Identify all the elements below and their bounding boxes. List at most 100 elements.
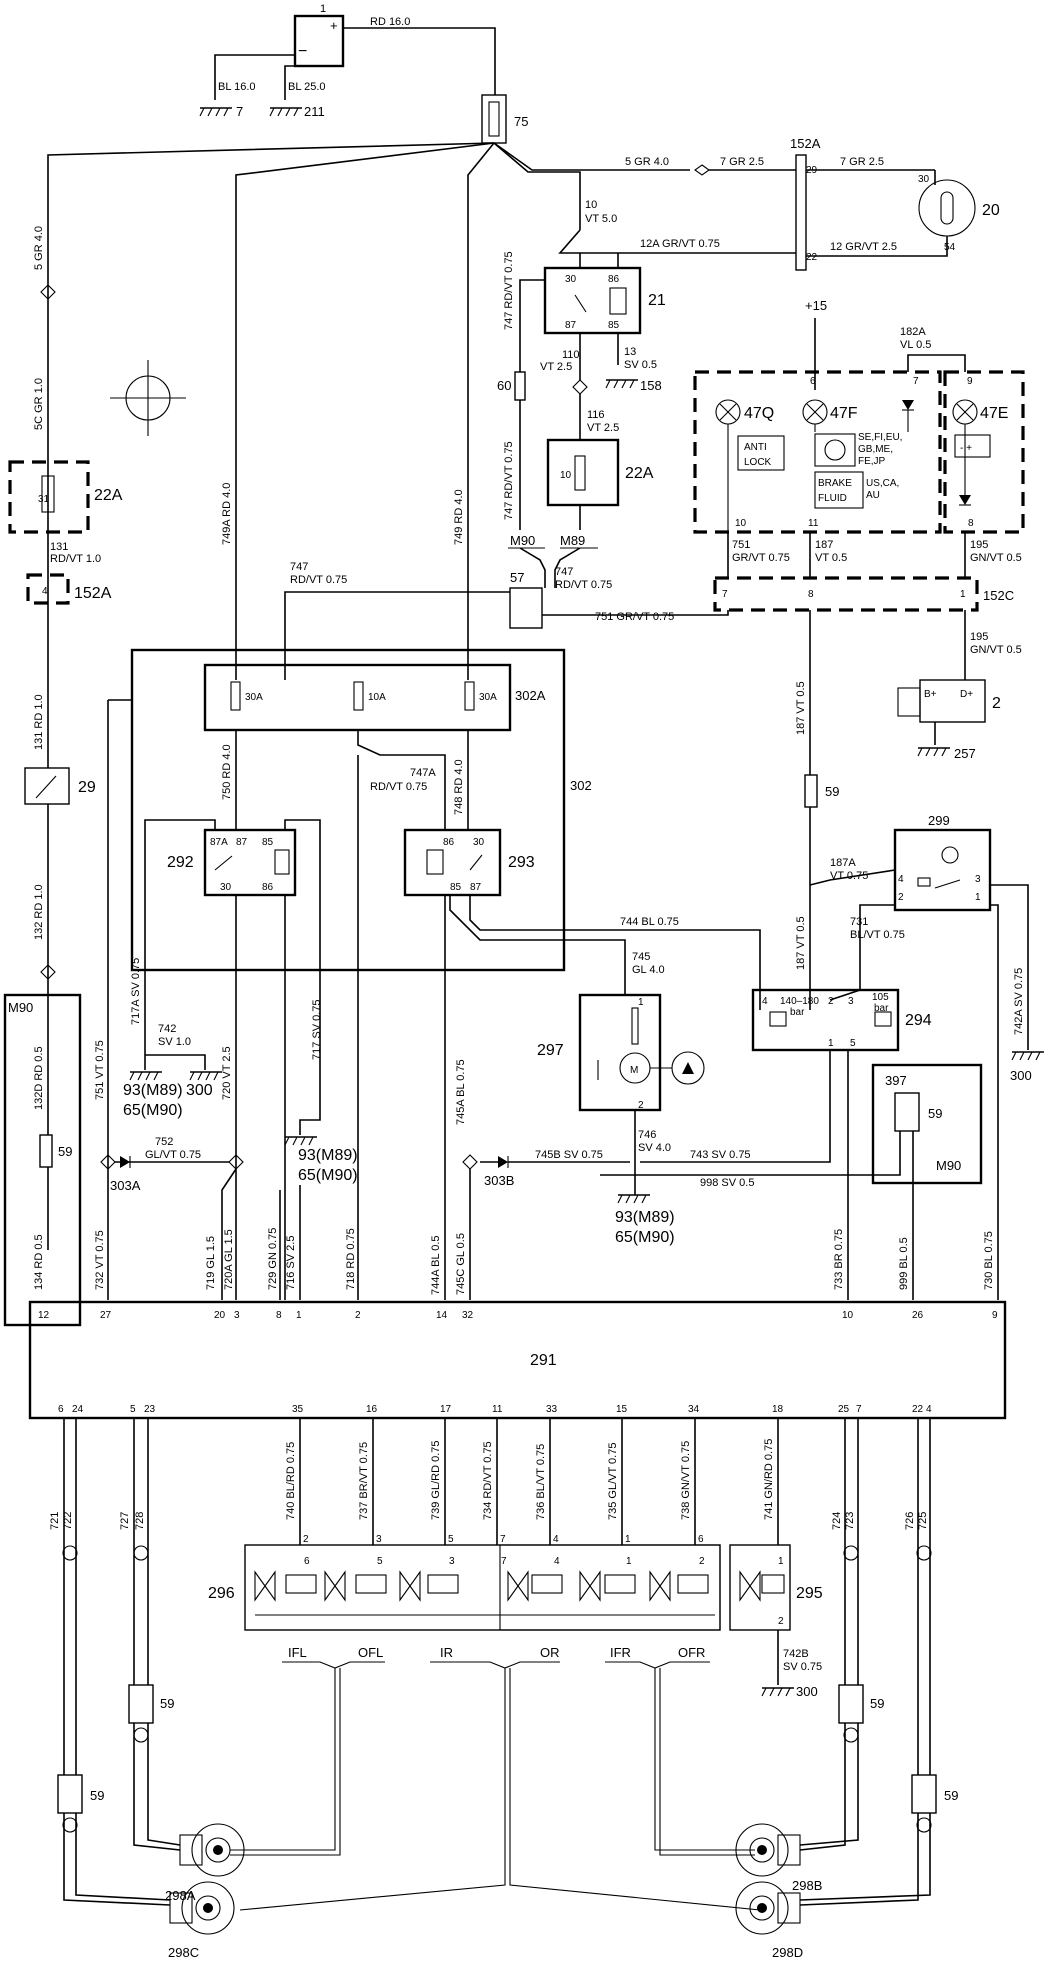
svg-text:10: 10 bbox=[842, 1310, 854, 1321]
svg-text:65(M90): 65(M90) bbox=[123, 1102, 183, 1119]
svg-text:59: 59 bbox=[58, 1144, 72, 1159]
svg-text:749 RD 4.0: 749 RD 4.0 bbox=[453, 489, 465, 545]
svg-text:24: 24 bbox=[72, 1404, 84, 1415]
svg-text:257: 257 bbox=[954, 746, 976, 761]
connector-397: 397 59 M90 bbox=[871, 1063, 983, 1185]
svg-text:SV 1.0: SV 1.0 bbox=[158, 1036, 191, 1048]
svg-text:93(M89): 93(M89) bbox=[298, 1147, 358, 1164]
svg-text:FLUID: FLUID bbox=[818, 493, 847, 504]
svg-text:22: 22 bbox=[912, 1404, 924, 1415]
svg-text:BL 25.0: BL 25.0 bbox=[288, 81, 326, 93]
svg-text:4: 4 bbox=[898, 874, 904, 885]
svg-text:5 GR 4.0: 5 GR 4.0 bbox=[625, 156, 669, 168]
wire-bl16 bbox=[214, 54, 295, 100]
svg-text:745A BL 0.75: 745A BL 0.75 bbox=[455, 1059, 467, 1125]
svg-text:10: 10 bbox=[735, 518, 747, 529]
svg-text:6: 6 bbox=[698, 1534, 704, 1545]
svg-text:10: 10 bbox=[560, 470, 572, 481]
svg-text:−: − bbox=[298, 43, 307, 60]
svg-text:717 SV 0.75: 717 SV 0.75 bbox=[311, 999, 323, 1060]
svg-text:20: 20 bbox=[982, 202, 1000, 219]
svg-text:7: 7 bbox=[501, 1556, 507, 1567]
svg-text:293: 293 bbox=[508, 854, 535, 871]
svg-text:5 GR 4.0: 5 GR 4.0 bbox=[33, 226, 45, 270]
svg-text:735 GL/VT 0.75: 735 GL/VT 0.75 bbox=[607, 1443, 619, 1520]
svg-text:IR: IR bbox=[440, 1645, 453, 1660]
svg-text:5: 5 bbox=[130, 1404, 136, 1415]
svg-text:21: 21 bbox=[648, 292, 666, 309]
svg-text:726: 726 bbox=[904, 1512, 916, 1530]
svg-text:718 RD 0.75: 718 RD 0.75 bbox=[345, 1228, 357, 1290]
svg-text:7 GR 2.5: 7 GR 2.5 bbox=[720, 156, 764, 168]
svg-text:1: 1 bbox=[975, 892, 981, 903]
svg-text:716 SV 2.5: 716 SV 2.5 bbox=[285, 1236, 297, 1290]
pressure-switch-294: 4 140–180 bar 2 3 105 bar 1 5 294 bbox=[751, 988, 932, 1052]
svg-text:182A: 182A bbox=[900, 326, 926, 338]
svg-text:1: 1 bbox=[828, 1038, 834, 1049]
svg-text:751: 751 bbox=[732, 539, 750, 551]
svg-text:727: 727 bbox=[119, 1512, 131, 1530]
valve-295: 1 2 295 bbox=[729, 1544, 823, 1631]
svg-text:750 RD 4.0: 750 RD 4.0 bbox=[221, 744, 233, 800]
relay-292: 87A 87 85 30 86 292 bbox=[167, 828, 297, 897]
svg-text:US,CA,: US,CA, bbox=[866, 478, 899, 489]
svg-text:751 GR/VT 0.75: 751 GR/VT 0.75 bbox=[595, 611, 674, 623]
svg-text:GN/VT 0.5: GN/VT 0.5 bbox=[970, 644, 1022, 656]
svg-text:BL/VT 0.75: BL/VT 0.75 bbox=[850, 929, 905, 941]
svg-text:2: 2 bbox=[778, 1616, 784, 1627]
svg-text:728: 728 bbox=[134, 1512, 146, 1530]
svg-text:30: 30 bbox=[918, 174, 930, 185]
lamp-panel: 47Q 47F 47E ANTI LOCK SE,FI,EU, GB,ME, F… bbox=[693, 370, 1025, 534]
svg-text:31: 31 bbox=[38, 494, 50, 505]
svg-text:303A: 303A bbox=[110, 1178, 141, 1193]
svg-text:744 BL 0.75: 744 BL 0.75 bbox=[620, 916, 679, 928]
svg-text:105: 105 bbox=[872, 992, 889, 1003]
switch-29: 29 bbox=[24, 767, 96, 805]
svg-text:720A GL 1.5: 720A GL 1.5 bbox=[223, 1229, 235, 1290]
svg-text:93(M89): 93(M89) bbox=[123, 1082, 183, 1099]
svg-text:116: 116 bbox=[587, 409, 605, 421]
svg-text:7: 7 bbox=[722, 589, 728, 600]
svg-text:22A: 22A bbox=[625, 465, 654, 482]
svg-text:1: 1 bbox=[626, 1556, 632, 1567]
svg-text:SE,FI,EU,: SE,FI,EU, bbox=[858, 432, 902, 443]
svg-text:2: 2 bbox=[898, 892, 904, 903]
svg-text:9: 9 bbox=[992, 1310, 998, 1321]
svg-text:27: 27 bbox=[100, 1310, 112, 1321]
svg-text:SV 0.5: SV 0.5 bbox=[624, 359, 657, 371]
svg-text:740 BL/RD 0.75: 740 BL/RD 0.75 bbox=[285, 1442, 297, 1520]
connector-59-b: 59 bbox=[128, 1684, 174, 1724]
svg-text:OR: OR bbox=[540, 1645, 560, 1660]
svg-text:86: 86 bbox=[443, 837, 455, 848]
svg-text:738 GN/VT 0.75: 738 GN/VT 0.75 bbox=[680, 1441, 692, 1520]
svg-text:747: 747 bbox=[555, 566, 573, 578]
svg-text:296: 296 bbox=[208, 1585, 235, 1602]
svg-text:302: 302 bbox=[570, 778, 592, 793]
fuse-22a-side: 31 22A bbox=[8, 460, 123, 534]
svg-text:748 RD 4.0: 748 RD 4.0 bbox=[453, 759, 465, 815]
control-unit-291: 291 12 27 20 3 8 1 2 14 32 10 26 9 6 24 … bbox=[28, 1300, 1007, 1420]
svg-text:47F: 47F bbox=[830, 405, 858, 422]
svg-text:719 GL 1.5: 719 GL 1.5 bbox=[205, 1236, 217, 1290]
svg-text:132 RD 1.0: 132 RD 1.0 bbox=[33, 884, 45, 940]
svg-text:15: 15 bbox=[616, 1404, 628, 1415]
wheel-sensor-298b: 298B bbox=[735, 1823, 822, 1893]
switch-299: 299 4 3 2 1 bbox=[893, 813, 992, 912]
svg-text:86: 86 bbox=[262, 882, 274, 893]
battery-number: 1 bbox=[320, 3, 326, 15]
connector-59-e: 59 bbox=[911, 1774, 958, 1814]
svg-text:747: 747 bbox=[290, 561, 308, 573]
alternator-2: B+ D+ 2 bbox=[897, 679, 1001, 723]
connector-59-left: 59 bbox=[39, 1134, 72, 1168]
valve-block-296: 296 2 3 5 7 4 1 6 6 5 3 7 4 1 2 bbox=[208, 1534, 721, 1631]
svg-text:1: 1 bbox=[625, 1534, 631, 1545]
svg-text:187A: 187A bbox=[830, 857, 856, 869]
svg-text:60: 60 bbox=[497, 378, 511, 393]
svg-text:1: 1 bbox=[296, 1310, 302, 1321]
svg-text:5: 5 bbox=[850, 1038, 856, 1049]
svg-text:GL 4.0: GL 4.0 bbox=[632, 964, 665, 976]
svg-text:131 RD 1.0: 131 RD 1.0 bbox=[33, 694, 45, 750]
svg-text:140–180: 140–180 bbox=[780, 996, 819, 1007]
fuse-box-302a: 30A 10A 30A 302A bbox=[203, 663, 546, 732]
connector-152a: 152A 29 22 bbox=[790, 136, 821, 271]
